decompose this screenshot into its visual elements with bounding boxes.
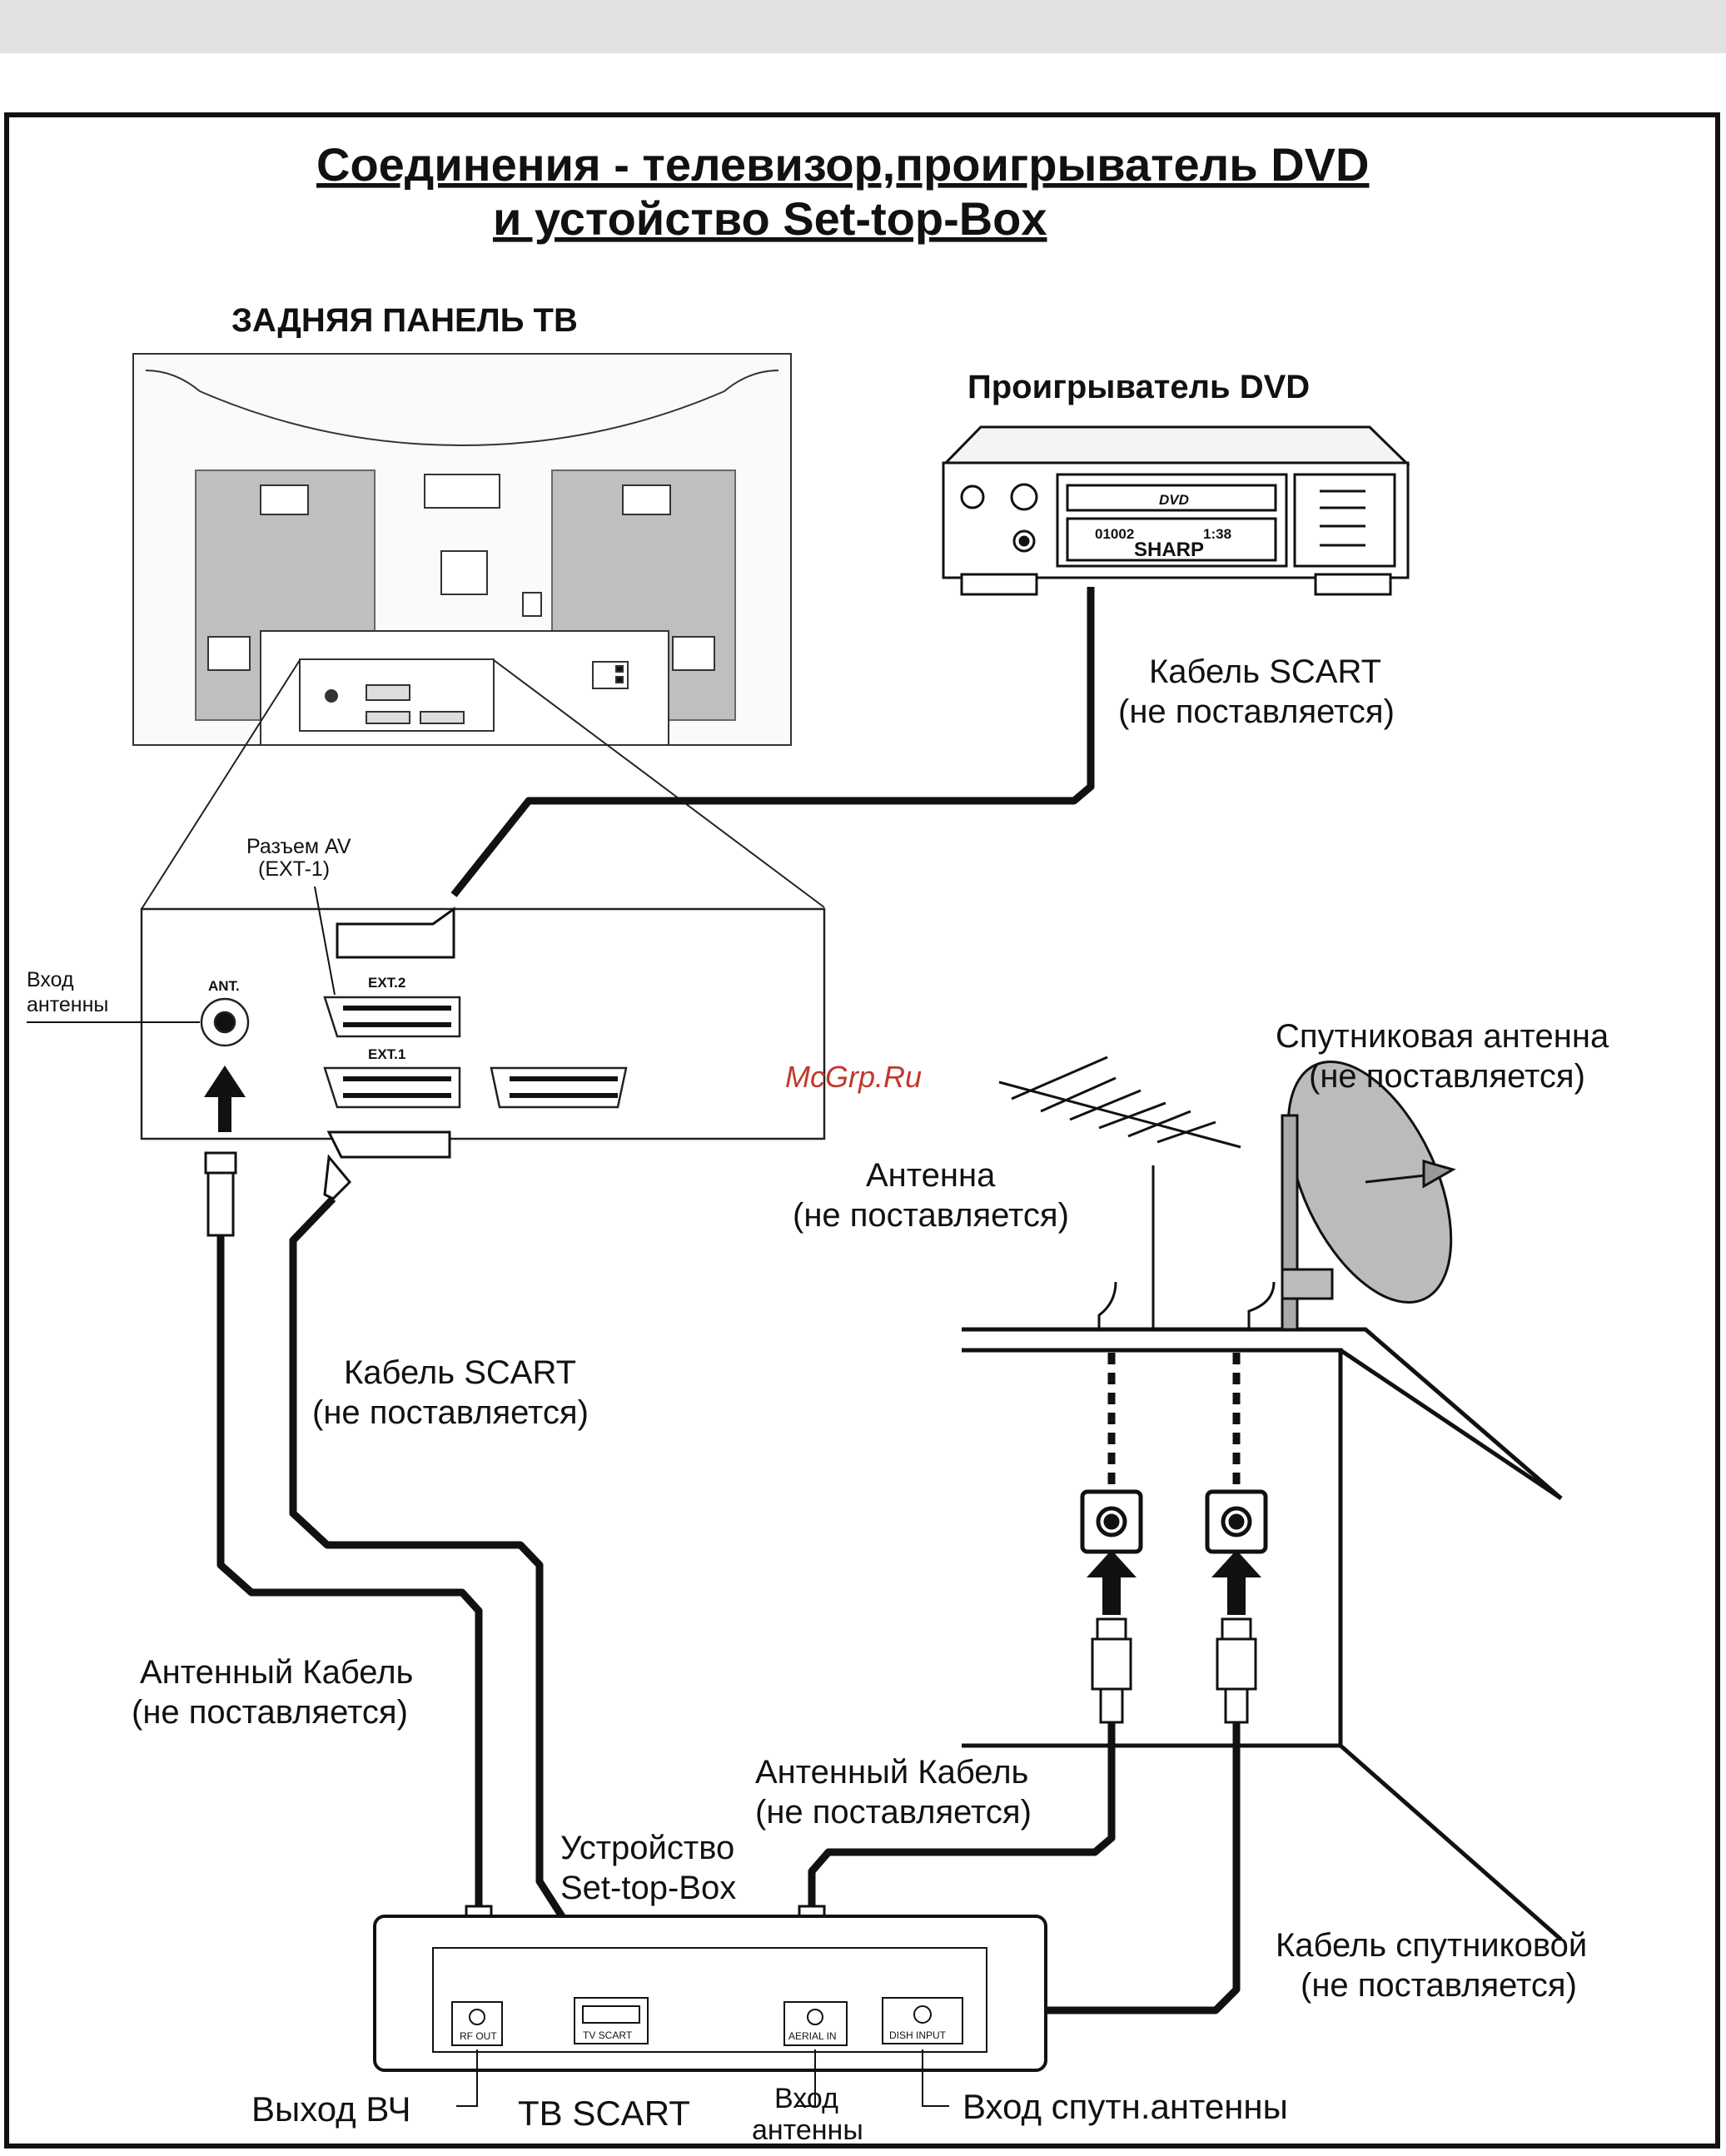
page-title-line2: и устойство Set-top-Box (493, 192, 1047, 245)
bottom-label-ant-in-line2: антенны (752, 2114, 863, 2146)
set-top-box (373, 1915, 1047, 2072)
sat-cable-label-line2: (не поставляется) (1301, 1967, 1577, 2004)
in-wall-cables (1107, 1353, 1241, 1486)
antenna-label-line2: (не поставляется) (793, 1197, 1069, 1234)
page-frame (4, 112, 1720, 2149)
antenna-stb-label-line1: Антенный Кабель (755, 1754, 1028, 1791)
roof-lines (962, 1327, 1563, 1941)
stb-port-dish: DISH INPUT (889, 2029, 947, 2041)
antenna-tv-label-line1: Антенный Кабель (140, 1654, 413, 1691)
watermark: McGrp.Ru (785, 1060, 922, 1094)
tv-connector-panel (140, 907, 826, 1140)
bottom-label-rf-out: Выход ВЧ (251, 2089, 410, 2129)
bottom-label-sat-in: Вход спутн.антенны (962, 2087, 1288, 2126)
satellite-dish (1247, 1061, 1456, 1331)
antenna-tv-label-line2: (не поставляется) (132, 1694, 408, 1731)
ant-input-line2: антенны (27, 993, 108, 1016)
av-label-line2: (EXT-1) (258, 857, 330, 881)
extra-scart-socket (490, 1066, 628, 1109)
ant-arrow (204, 1066, 246, 1132)
cable-sat (999, 1723, 1241, 2014)
scart-dvd-label-line1: Кабель SCART (1149, 653, 1381, 690)
scart-dvd-label-line2: (не поставляется) (1118, 693, 1395, 730)
terrestrial-antenna (998, 1056, 1241, 1329)
dvd-player (942, 425, 1410, 596)
cable-antenna-stb (808, 1723, 1116, 1906)
stb-label-line1: Устройство (560, 1830, 734, 1866)
cable-lines (216, 587, 1241, 2014)
stb-port-rf: RF OUT (460, 2030, 497, 2042)
ant-input-line1: Вход (27, 968, 74, 991)
ext2-scart-socket (323, 996, 461, 1038)
bottom-label-ant-in-line1: Вход (774, 2083, 838, 2114)
cable-antenna-tv (216, 1232, 483, 1906)
dvd-display-right: 1:38 (1203, 526, 1231, 542)
zoom-line-left (141, 659, 301, 910)
scart-stb-label-line2: (не поставляется) (312, 1394, 589, 1431)
sat-antenna-label-line1: Спутниковая антенна (1276, 1018, 1609, 1055)
scart-stb-label-line1: Кабель SCART (344, 1354, 576, 1391)
antenna-label-line1: Антенна (866, 1157, 996, 1194)
antenna-stb-label-line2: (не поставляется) (755, 1794, 1032, 1831)
dvd-heading: Проигрыватель DVD (967, 369, 1310, 405)
bottom-label-tv-scart: ТВ SCART (518, 2094, 690, 2133)
wall-arrows (1087, 1550, 1261, 1615)
page-title-line1: Соединения - телевизор,проигрыватель DVD (316, 138, 1369, 191)
cable-scart-stb (289, 1195, 570, 1925)
stb-label-line2: Set-top-Box (560, 1870, 736, 1906)
stb-port-aerial: AERIAL IN (788, 2030, 837, 2042)
sat-antenna-label-line2: (не поставляется) (1309, 1058, 1585, 1095)
ext1-label: EXT.1 (368, 1046, 405, 1062)
ext1-scart-socket (323, 1066, 461, 1109)
header-band (0, 0, 1726, 53)
tv-back-heading: ЗАДНЯЯ ПАНЕЛЬ ТВ (231, 302, 578, 339)
sat-cable-label-line1: Кабель спутниковой (1276, 1927, 1587, 1964)
stb-port-scart: TV SCART (583, 2029, 633, 2041)
scart-plug-ext2 (336, 907, 455, 959)
ant-port-label: ANT. (208, 978, 240, 994)
scart-plug-ext1 (323, 1130, 451, 1200)
ext2-label: EXT.2 (368, 975, 405, 991)
zoom-line-right (493, 659, 825, 908)
av-label-line1: Разъем AV (246, 835, 351, 858)
tv-back-panel (132, 353, 792, 746)
cable-scart-dvd (450, 587, 1095, 897)
dvd-brand: SHARP (1134, 539, 1204, 561)
wall-sockets (1080, 1489, 1268, 1554)
dvd-disc-logo: DVD (1159, 492, 1189, 508)
scart-pin-dots (343, 1006, 618, 1098)
dvd-display-left: 01002 (1095, 526, 1134, 542)
bottom-pointers (456, 2049, 949, 2107)
av-label-pointer (314, 886, 336, 996)
